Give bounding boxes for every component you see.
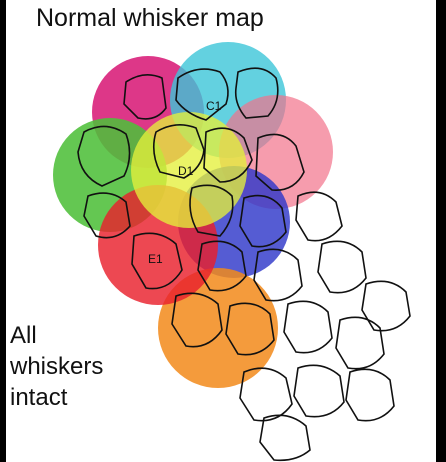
barrel-outline	[189, 184, 234, 237]
condition-caption: All whiskers intact	[10, 320, 103, 413]
barrel-outline	[175, 68, 229, 121]
barrel-outline	[317, 240, 367, 294]
barrel-outline	[361, 280, 411, 332]
caption-line: All	[10, 322, 37, 349]
barrel-outline	[283, 300, 333, 354]
barrel-outline	[234, 67, 279, 119]
barrel-outlines	[77, 67, 411, 462]
barrel-outline	[123, 74, 167, 120]
territory-yellow	[131, 112, 247, 228]
barrel-outline	[345, 368, 395, 422]
barrel-outline	[225, 302, 275, 356]
territory-orange	[158, 268, 278, 388]
barrel-outline	[295, 191, 343, 242]
barrel-label-c1: C1	[206, 99, 222, 113]
barrel-outline	[239, 367, 293, 422]
barrel-outline	[239, 194, 287, 248]
caption-line: whiskers	[10, 353, 104, 380]
figure-panel: Normal whisker map	[6, 0, 436, 462]
barrel-outline	[152, 124, 205, 179]
barrel-label-d1: D1	[178, 164, 194, 178]
barrel-outline	[293, 364, 345, 418]
barrel-outline	[255, 133, 305, 191]
caption-line: intact	[10, 384, 68, 411]
barrel-outline	[83, 192, 131, 239]
whisker-map: C1 D1 E1	[53, 42, 411, 462]
barrel-outline	[131, 232, 183, 290]
barrel-outline	[259, 414, 311, 462]
barrel-outline	[197, 240, 247, 292]
barrel-outline	[171, 292, 223, 348]
barrel-label-e1: E1	[148, 252, 163, 266]
barrel-outline	[203, 127, 253, 183]
figure-title: Normal whisker map	[36, 4, 264, 32]
barrel-outline	[77, 125, 131, 187]
barrel-outline	[335, 316, 385, 370]
barrel-outline	[253, 248, 303, 302]
